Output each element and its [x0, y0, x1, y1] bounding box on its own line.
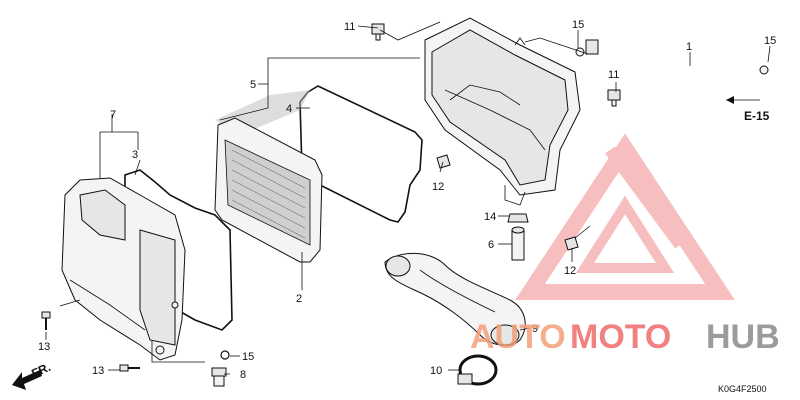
- air-cleaner-cover: [61, 177, 186, 361]
- front-label: FR.: [29, 360, 52, 381]
- callout-labels: 11 15 15 1 5 4 11 7 3 12 14 6 12 2 13 9 …: [38, 19, 776, 381]
- air-cleaner-case: [424, 17, 581, 206]
- leader-lines: [45, 21, 771, 375]
- callout-11: 11: [344, 21, 355, 33]
- callout-3: 3: [132, 149, 138, 161]
- callout-8: 8: [240, 369, 246, 381]
- callout-13: 13: [38, 341, 50, 353]
- intake-tube: [384, 252, 526, 346]
- callout-13: 13: [92, 365, 104, 377]
- watermark-logo: [515, 133, 735, 300]
- callout-5: 5: [250, 79, 256, 91]
- callout-2: 2: [296, 293, 302, 305]
- callout-10: 10: [430, 365, 442, 377]
- air-filter-element: [214, 117, 323, 263]
- front-arrow-icon: FR.: [12, 360, 53, 390]
- watermark-part-3: HUB: [706, 318, 780, 356]
- callout-11: 11: [608, 69, 619, 81]
- callout-15: 15: [242, 351, 254, 363]
- callout-4: 4: [286, 103, 292, 115]
- breather-hose: [575, 29, 769, 75]
- watermark-part-2: MOTO: [570, 318, 671, 356]
- small-parts: [41, 23, 621, 387]
- callout-1: 1: [686, 41, 692, 53]
- callout-14: 14: [484, 211, 496, 223]
- reference-label: E-15: [744, 109, 770, 123]
- callout-15: 15: [764, 35, 776, 47]
- callout-6: 6: [488, 239, 494, 251]
- diagram-code: K0G4F2500: [718, 384, 767, 394]
- hose-clamp: [457, 354, 498, 386]
- watermark-part-1: AUTO: [470, 318, 566, 356]
- watermark-text: AUTO MOTO HUB: [470, 318, 780, 356]
- callout-15: 15: [572, 19, 584, 31]
- callout-12: 12: [432, 181, 444, 193]
- callout-7: 7: [110, 109, 116, 121]
- callout-12: 12: [564, 265, 576, 277]
- callout-9: 9: [532, 323, 538, 335]
